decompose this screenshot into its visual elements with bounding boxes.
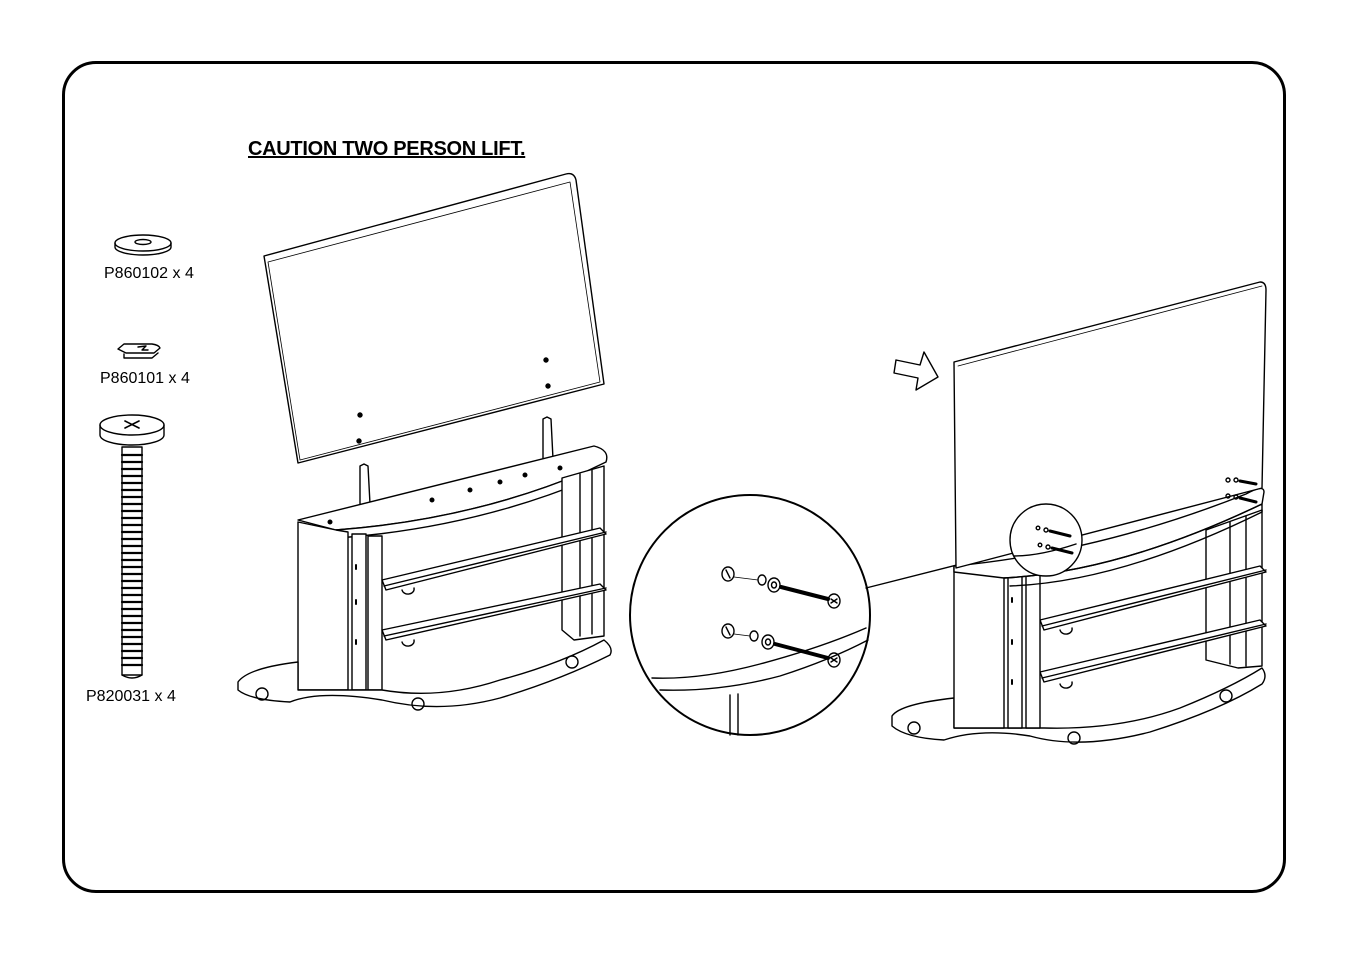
bolt-icon	[99, 414, 165, 679]
caution-title: CAUTION TWO PERSON LIFT.	[248, 138, 526, 160]
detail-callout	[629, 494, 1025, 736]
tv-stand-assembled	[891, 281, 1267, 745]
right-arrow-icon	[893, 351, 939, 391]
lock-washer-icon	[117, 343, 161, 359]
part-label-bolt: P820031 x 4	[86, 688, 176, 705]
washer-icon	[114, 234, 172, 256]
part-label-washer: P860102 x 4	[104, 265, 194, 282]
tv-panel-lifted	[263, 172, 605, 464]
tv-stand-left	[237, 416, 612, 711]
part-label-lock-washer: P860101 x 4	[100, 370, 190, 387]
page-frame	[62, 61, 1286, 893]
